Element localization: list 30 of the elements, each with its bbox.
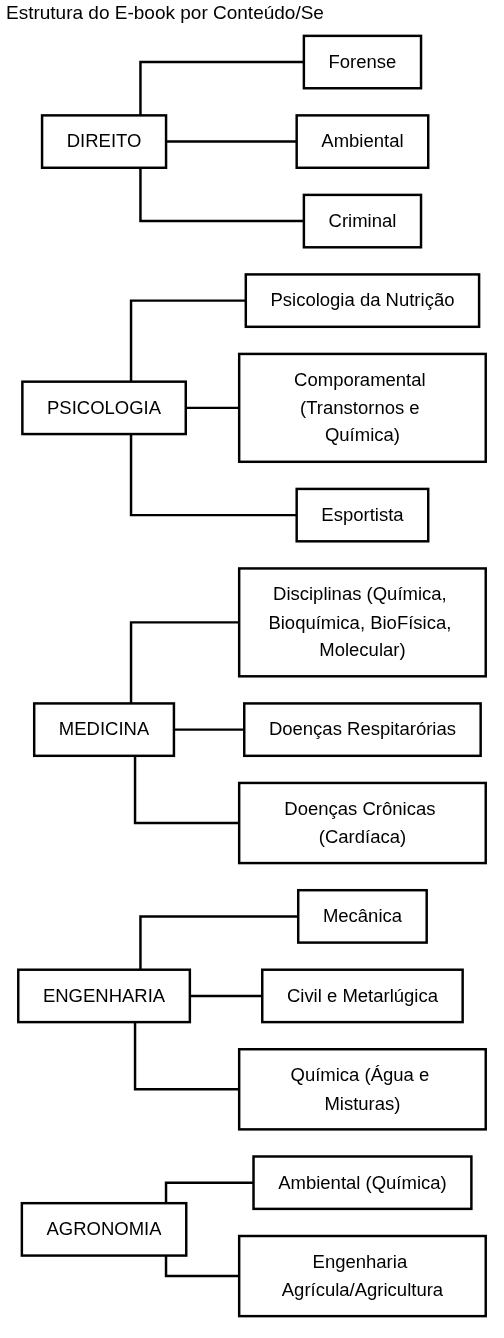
node-box: MEDICINA bbox=[32, 702, 176, 758]
node-box: Criminal bbox=[302, 193, 423, 249]
node-box: Forense bbox=[302, 34, 423, 90]
node-box: Mecânica bbox=[297, 888, 428, 944]
node-box: Engenharia Agrícula/Agricultura bbox=[237, 1234, 487, 1318]
node-box: Civil e Metarlúgica bbox=[261, 968, 464, 1024]
node-box: Comporamental (Transtornos e Química) bbox=[237, 352, 487, 464]
connector bbox=[133, 1022, 240, 1091]
connector bbox=[129, 299, 246, 382]
node-box: Ambiental bbox=[295, 114, 430, 169]
node-box: Doenças Respitarórias bbox=[243, 702, 482, 758]
connector bbox=[164, 1255, 240, 1278]
connector bbox=[133, 755, 240, 825]
node-box: Psicologia da Nutrição bbox=[244, 273, 481, 329]
node-box: Ambiental (Química) bbox=[252, 1155, 473, 1211]
node-box: DIREITO bbox=[40, 114, 168, 169]
connector bbox=[139, 167, 304, 223]
connector bbox=[139, 60, 304, 116]
connector bbox=[129, 621, 240, 704]
diagram-title: Estrutura do E-book por Conteúdo/Se bbox=[6, 2, 325, 24]
node-box: ENGENHARIA bbox=[17, 968, 192, 1024]
node-box: AGRONOMIA bbox=[20, 1201, 188, 1257]
node-box: Esportista bbox=[295, 487, 430, 543]
node-box: Química (Água e Misturas) bbox=[237, 1048, 487, 1131]
connector bbox=[139, 915, 299, 970]
node-box: Doenças Crônicas (Cardíaca) bbox=[237, 781, 487, 865]
connector bbox=[164, 1181, 254, 1204]
node-box: PSICOLOGIA bbox=[21, 380, 187, 436]
connector bbox=[129, 434, 297, 517]
node-box: Disciplinas (Química, Bioquímica, BioFísica, Molecular) bbox=[237, 567, 487, 678]
